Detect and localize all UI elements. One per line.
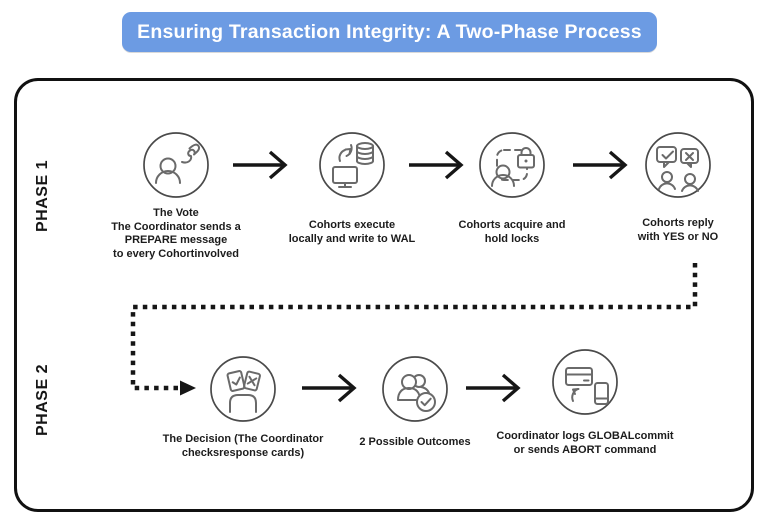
title-banner: Ensuring Transaction Integrity: A Two-Ph… — [122, 12, 657, 52]
phase1-step-hold-locks: Cohorts acquire and hold locks — [427, 131, 597, 246]
computer-database-sync-icon — [319, 132, 385, 198]
phase2-label: PHASE 2 — [34, 364, 51, 436]
arrow-right-icon — [302, 373, 357, 403]
page-title: Ensuring Transaction Integrity: A Two-Ph… — [137, 20, 642, 43]
phase1-label: PHASE 1 — [34, 160, 51, 232]
step-caption: Coordinator logs GLOBALcommit or sends A… — [496, 430, 674, 456]
phase1-step-vote: The Vote The Coordinator sends a PREPARE… — [91, 131, 261, 261]
phase2-step-commit-abort: Coordinator logs GLOBALcommit or sends A… — [490, 348, 680, 457]
step-caption: The Decision (The Coordinator checksresp… — [162, 433, 324, 459]
step-caption: Cohorts reply with YES or NO — [637, 217, 719, 243]
step-caption: Cohorts execute locally and write to WAL — [288, 219, 416, 245]
card-phone-sync-icon — [552, 349, 618, 415]
ballot-cards-icon — [210, 356, 276, 422]
arrow-right-icon — [573, 150, 628, 180]
person-lock-icon — [479, 132, 545, 198]
step-caption: Cohorts acquire and hold locks — [458, 219, 566, 245]
phase1-step-execute-wal: Cohorts execute locally and write to WAL — [267, 131, 437, 246]
voter-hand-icon — [143, 132, 209, 198]
step-caption: The Vote The Coordinator sends a PREPARE… — [111, 207, 241, 260]
arrow-right-icon — [233, 150, 288, 180]
step-caption: 2 Possible Outcomes — [359, 436, 471, 448]
yes-no-speech-bubbles-icon — [645, 132, 711, 198]
phase1-step-reply-yes-no: Cohorts reply with YES or NO — [593, 131, 763, 244]
phase2-step-outcomes: 2 Possible Outcomes — [330, 355, 500, 450]
arrow-right-icon — [466, 373, 521, 403]
phase2-step-decision: The Decision (The Coordinator checksresp… — [148, 355, 338, 460]
arrow-right-icon — [409, 150, 464, 180]
group-check-icon — [382, 356, 448, 422]
